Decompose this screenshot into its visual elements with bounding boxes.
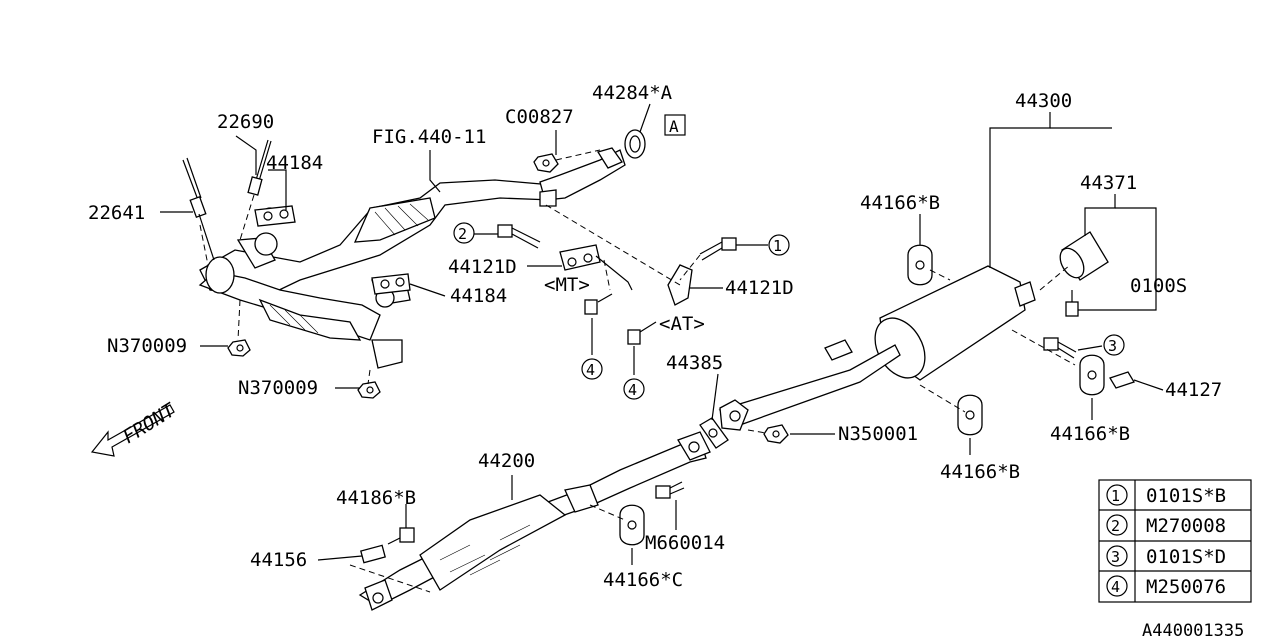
label-44156: 44156 bbox=[250, 549, 307, 571]
callout-1: 1 bbox=[768, 234, 790, 256]
bolt-m660014 bbox=[655, 481, 685, 499]
muffler-44300 bbox=[718, 265, 1036, 431]
gasket-44184-top bbox=[254, 205, 296, 227]
gasket-44184-mid bbox=[371, 273, 411, 295]
front-exhaust-pipe bbox=[198, 147, 626, 369]
gasket-44385 bbox=[699, 417, 729, 449]
bracket-44121d-mt bbox=[559, 244, 633, 291]
legend-code: 0101S*D bbox=[1146, 546, 1226, 568]
label-44121d-at: 44121D bbox=[725, 277, 794, 299]
label-44186b: 44186*B bbox=[336, 487, 416, 509]
label-mt: <MT> bbox=[544, 274, 590, 296]
sensor-44156 bbox=[349, 544, 431, 593]
callout-2-num: 2 bbox=[458, 225, 467, 243]
callout-4a: 4 bbox=[581, 358, 603, 380]
legend-row: 1 0101S*B bbox=[1106, 484, 1226, 507]
leader-lines bbox=[160, 103, 1164, 565]
label-n370009-a: N370009 bbox=[107, 335, 187, 357]
tail-cover-44371 bbox=[1059, 231, 1109, 281]
legend-row: 4 M250076 bbox=[1106, 575, 1226, 598]
legend-num: 1 bbox=[1111, 487, 1120, 505]
legend-code: M270008 bbox=[1146, 515, 1226, 537]
front-label: FRONT bbox=[119, 398, 180, 448]
nut-n370009-b bbox=[357, 381, 381, 399]
callout-4b-num: 4 bbox=[628, 381, 637, 399]
callout-1-num: 1 bbox=[773, 237, 782, 255]
oxygen-sensor-22641 bbox=[182, 157, 215, 261]
bolt-callout-4a bbox=[584, 293, 613, 315]
bolt-callout-1 bbox=[699, 237, 737, 261]
bolt-44186b bbox=[387, 527, 415, 545]
gasket-44284a bbox=[624, 129, 646, 159]
nut-n350001 bbox=[763, 424, 789, 444]
label-fig-440-11: FIG.440-11 bbox=[372, 126, 486, 148]
ref-box-a: A bbox=[664, 114, 686, 136]
label-n350001: N350001 bbox=[838, 423, 918, 445]
label-c00827: C00827 bbox=[505, 106, 574, 128]
label-44371: 44371 bbox=[1080, 172, 1137, 194]
center-pipe-44200 bbox=[358, 431, 711, 611]
legend-code: M250076 bbox=[1146, 576, 1226, 598]
bolt-callout-2 bbox=[497, 224, 541, 249]
legend-num: 4 bbox=[1111, 578, 1120, 596]
label-22690: 22690 bbox=[217, 111, 274, 133]
label-44385: 44385 bbox=[666, 352, 723, 374]
hanger-44166b-bottom bbox=[957, 394, 983, 436]
label-n370009-b: N370009 bbox=[238, 377, 318, 399]
legend-code: 0101S*B bbox=[1146, 485, 1226, 507]
hanger-44166c bbox=[619, 504, 645, 546]
label-44166b-right: 44166*B bbox=[1050, 423, 1130, 445]
legend-table: 1 0101S*B 2 M270008 3 0101S*D 4 M250076 bbox=[1098, 479, 1252, 603]
bolt-callout-3 bbox=[1043, 337, 1077, 359]
label-44166c: 44166*C bbox=[603, 569, 683, 591]
dashed-guides bbox=[199, 149, 1076, 521]
bolt-callout-4b bbox=[627, 321, 657, 345]
nut-n370009-a bbox=[227, 339, 251, 357]
nut-c00827 bbox=[533, 153, 559, 173]
label-44127: 44127 bbox=[1165, 379, 1222, 401]
label-44121d-mt: 44121D bbox=[448, 256, 517, 278]
oxygen-sensor-22690 bbox=[239, 139, 272, 241]
pin-44127 bbox=[1109, 371, 1135, 389]
label-44166b-top: 44166*B bbox=[860, 192, 940, 214]
hanger-44166b-top bbox=[907, 244, 933, 286]
callout-3-num: 3 bbox=[1108, 337, 1117, 355]
front-arrow: FRONT bbox=[90, 398, 180, 457]
label-44284a: 44284*A bbox=[592, 82, 673, 104]
label-at: <AT> bbox=[659, 313, 705, 335]
bolt-0100s bbox=[1065, 290, 1079, 317]
label-44166b-bottom: 44166*B bbox=[940, 461, 1020, 483]
label-44200: 44200 bbox=[478, 450, 535, 472]
label-0100s: 0100S bbox=[1130, 275, 1187, 297]
bracket-44121d-at bbox=[667, 264, 693, 306]
label-22641: 22641 bbox=[88, 202, 145, 224]
label-44300: 44300 bbox=[1015, 90, 1072, 112]
hanger-44166b-right bbox=[1079, 354, 1105, 396]
label-44184-top: 44184 bbox=[266, 152, 323, 174]
callout-3: 3 bbox=[1103, 334, 1125, 356]
callout-2: 2 bbox=[453, 222, 475, 244]
label-44184-mid: 44184 bbox=[450, 285, 507, 307]
label-m660014: M660014 bbox=[645, 532, 725, 554]
legend-num: 3 bbox=[1111, 548, 1120, 566]
legend-row: 3 0101S*D bbox=[1106, 545, 1226, 568]
legend-num: 2 bbox=[1111, 517, 1120, 535]
callout-4a-num: 4 bbox=[586, 361, 595, 379]
diagram-code: A440001335 bbox=[1142, 621, 1244, 640]
callout-4b: 4 bbox=[623, 378, 645, 400]
legend-row: 2 M270008 bbox=[1106, 514, 1226, 537]
ref-box-a-label: A bbox=[669, 117, 679, 136]
